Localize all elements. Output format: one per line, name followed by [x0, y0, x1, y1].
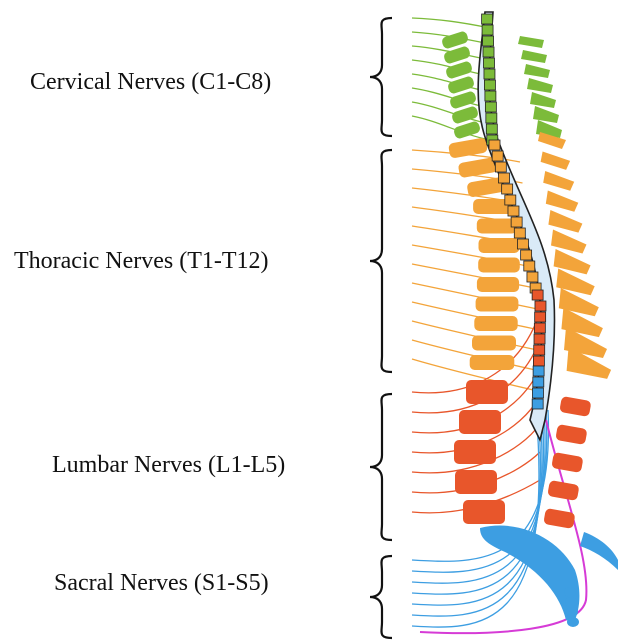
vertebral-body	[479, 238, 520, 253]
cord-segment	[483, 58, 494, 68]
cord-segment	[511, 217, 522, 227]
cord-segment	[532, 399, 543, 409]
vertebral-body	[474, 316, 517, 331]
spinous-process	[541, 152, 571, 170]
spinous-process	[530, 92, 556, 108]
vertebral-body	[476, 297, 519, 312]
spinal-nerve	[412, 18, 490, 28]
cord-segment	[495, 162, 506, 172]
cord-segment	[514, 228, 525, 238]
vertebral-body	[466, 380, 508, 404]
cord-segment	[533, 377, 544, 387]
vertebral-body	[470, 355, 515, 370]
cord-segment	[535, 312, 546, 322]
coccyx-segment	[567, 617, 579, 627]
vertebral-body	[478, 258, 520, 273]
coccyx-segment	[564, 587, 576, 597]
thoracic-brace	[370, 150, 392, 372]
spinous-processes	[518, 36, 611, 529]
cord-segment	[535, 301, 546, 311]
cord-segment	[532, 290, 543, 300]
spinous-process	[524, 64, 550, 78]
vertebral-body	[463, 500, 505, 524]
cord-segment	[485, 102, 496, 112]
cord-segment	[484, 80, 495, 90]
spinous-process	[548, 210, 582, 233]
cord-segment	[485, 91, 496, 101]
cord-segment	[508, 206, 519, 216]
vertebral-body	[477, 277, 519, 292]
cord-segment	[532, 388, 543, 398]
vertebral-body	[448, 137, 488, 158]
cord-segment	[483, 47, 494, 57]
cord-segment	[498, 173, 509, 183]
vertebral-body	[459, 410, 501, 434]
spinous-process	[527, 78, 553, 93]
lumbar-brace	[370, 394, 392, 540]
sacrum-coccyx	[480, 526, 618, 627]
cord-segment	[527, 272, 538, 282]
cord-segment	[534, 323, 545, 333]
cord-segment	[483, 36, 494, 46]
spinous-process	[551, 452, 583, 473]
cord-segment	[484, 69, 495, 79]
spinous-process	[547, 480, 579, 501]
cervical-brace	[370, 18, 392, 136]
cord-segment	[517, 239, 528, 249]
cord-segment	[482, 14, 493, 24]
cord-segment	[534, 334, 545, 344]
cord-segment	[534, 345, 545, 355]
vertebral-body	[454, 440, 496, 464]
vertebral-body	[455, 470, 497, 494]
coccyx-segment	[565, 597, 577, 607]
coccyx-segment	[566, 607, 578, 617]
spinous-process	[533, 106, 559, 123]
cord-segment	[502, 184, 513, 194]
cord-segment	[533, 356, 544, 366]
cord-segment	[533, 366, 544, 376]
spinous-process	[518, 36, 544, 48]
cord-segment	[505, 195, 516, 205]
spinous-process	[543, 171, 574, 191]
region-braces	[370, 18, 392, 638]
cord-segment	[492, 151, 503, 161]
cord-segment	[486, 113, 497, 123]
cord-segment	[524, 261, 535, 271]
vertebral-body	[472, 336, 516, 351]
spinous-process	[559, 396, 591, 417]
cord-segment	[486, 124, 497, 134]
spinous-process	[521, 50, 547, 63]
spinous-process	[546, 191, 579, 212]
cord-segment	[489, 140, 500, 150]
sacral-crest	[580, 532, 618, 570]
cord-segment	[482, 25, 493, 35]
cord-segment	[521, 250, 532, 260]
spinous-process	[555, 424, 587, 445]
sacral-brace	[370, 556, 392, 638]
